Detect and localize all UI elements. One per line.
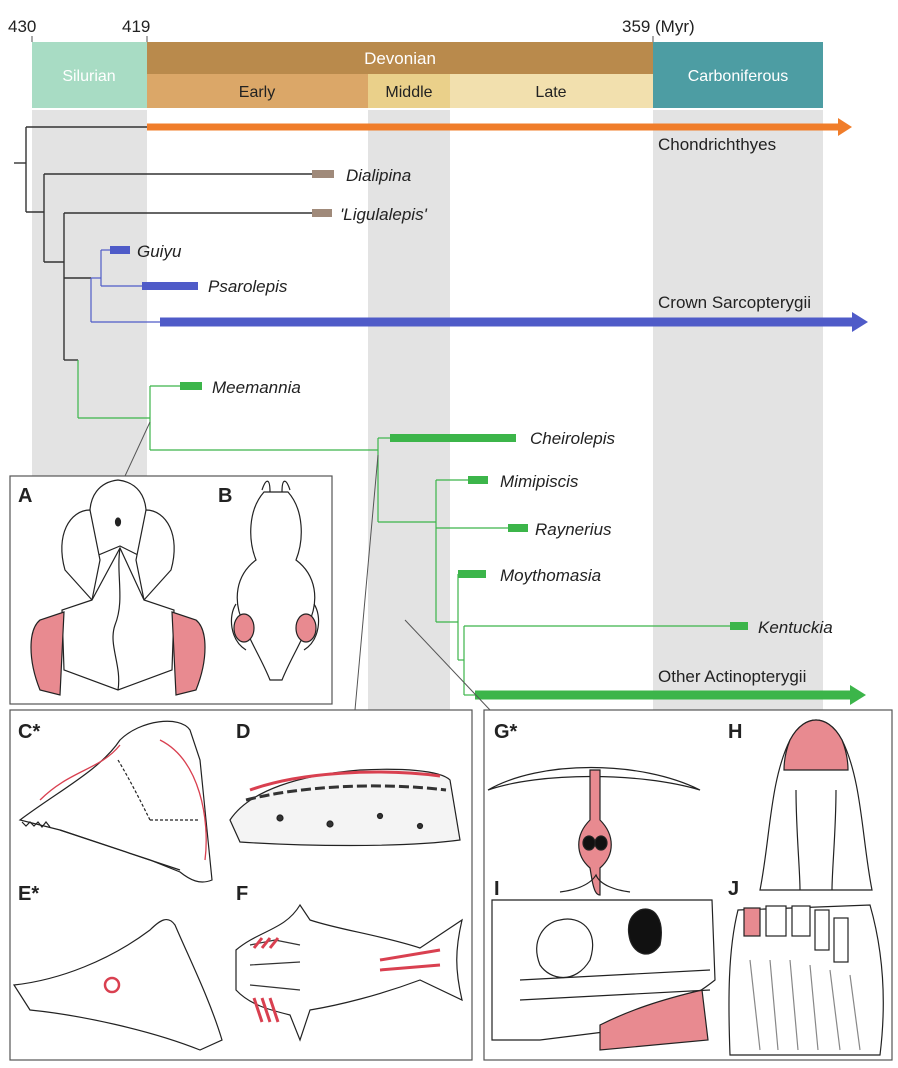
psarolepis-label: Psarolepis [208,277,288,296]
panel-f-label: F [236,883,248,905]
ligulalepis-bar [312,209,332,217]
guiyu-label: Guiyu [137,242,182,261]
kentuckia-bar [730,622,748,630]
crown-sarcopterygii-label: Crown Sarcopterygii [658,293,811,312]
dialipina-bar [312,170,334,178]
cheirolepis-label: Cheirolepis [530,429,616,448]
raynerius-bar [508,524,528,532]
psarolepis-bar [142,282,198,290]
panel-c-label: C* [18,721,40,743]
middle-label: Middle [385,84,432,101]
ligulalepis-label: 'Ligulalepis' [340,205,428,224]
panel-g-label: G* [494,721,518,743]
panel-a-label: A [18,485,32,507]
meemannia-bar [180,382,202,390]
devonian-label: Devonian [364,49,436,68]
panel-i-label: I [494,878,500,900]
cheirolepis-bar [390,434,516,442]
age-359: 359 [622,17,650,36]
moythomasia-label: Moythomasia [500,566,601,585]
other-actinopterygii-label: Other Actinopterygii [658,667,806,686]
dialipina-label: Dialipina [346,166,411,185]
mimipiscis-bar [468,476,488,484]
panel-j-drawing [729,905,883,1055]
late-label: Late [535,84,566,101]
age-unit: (Myr) [655,17,695,36]
age-430: 430 [8,17,36,36]
panel-d-label: D [236,721,250,743]
age-419: 419 [122,17,150,36]
early-label: Early [239,84,275,101]
guiyu-bar [110,246,130,254]
carboniferous-label: Carboniferous [688,68,789,85]
panel-i-drawing [492,900,715,1050]
kentuckia-label: Kentuckia [758,618,833,637]
silurian-label: Silurian [62,68,115,85]
chondrichthyes-label: Chondrichthyes [658,135,776,154]
meemannia-label: Meemannia [212,378,301,397]
mimipiscis-label: Mimipiscis [500,472,579,491]
panel-h-label: H [728,721,742,743]
moythomasia-bar [458,570,486,578]
raynerius-label: Raynerius [535,520,612,539]
panel-e-label: E* [18,883,39,905]
panel-j-label: J [728,878,739,900]
panel-b-label: B [218,485,232,507]
